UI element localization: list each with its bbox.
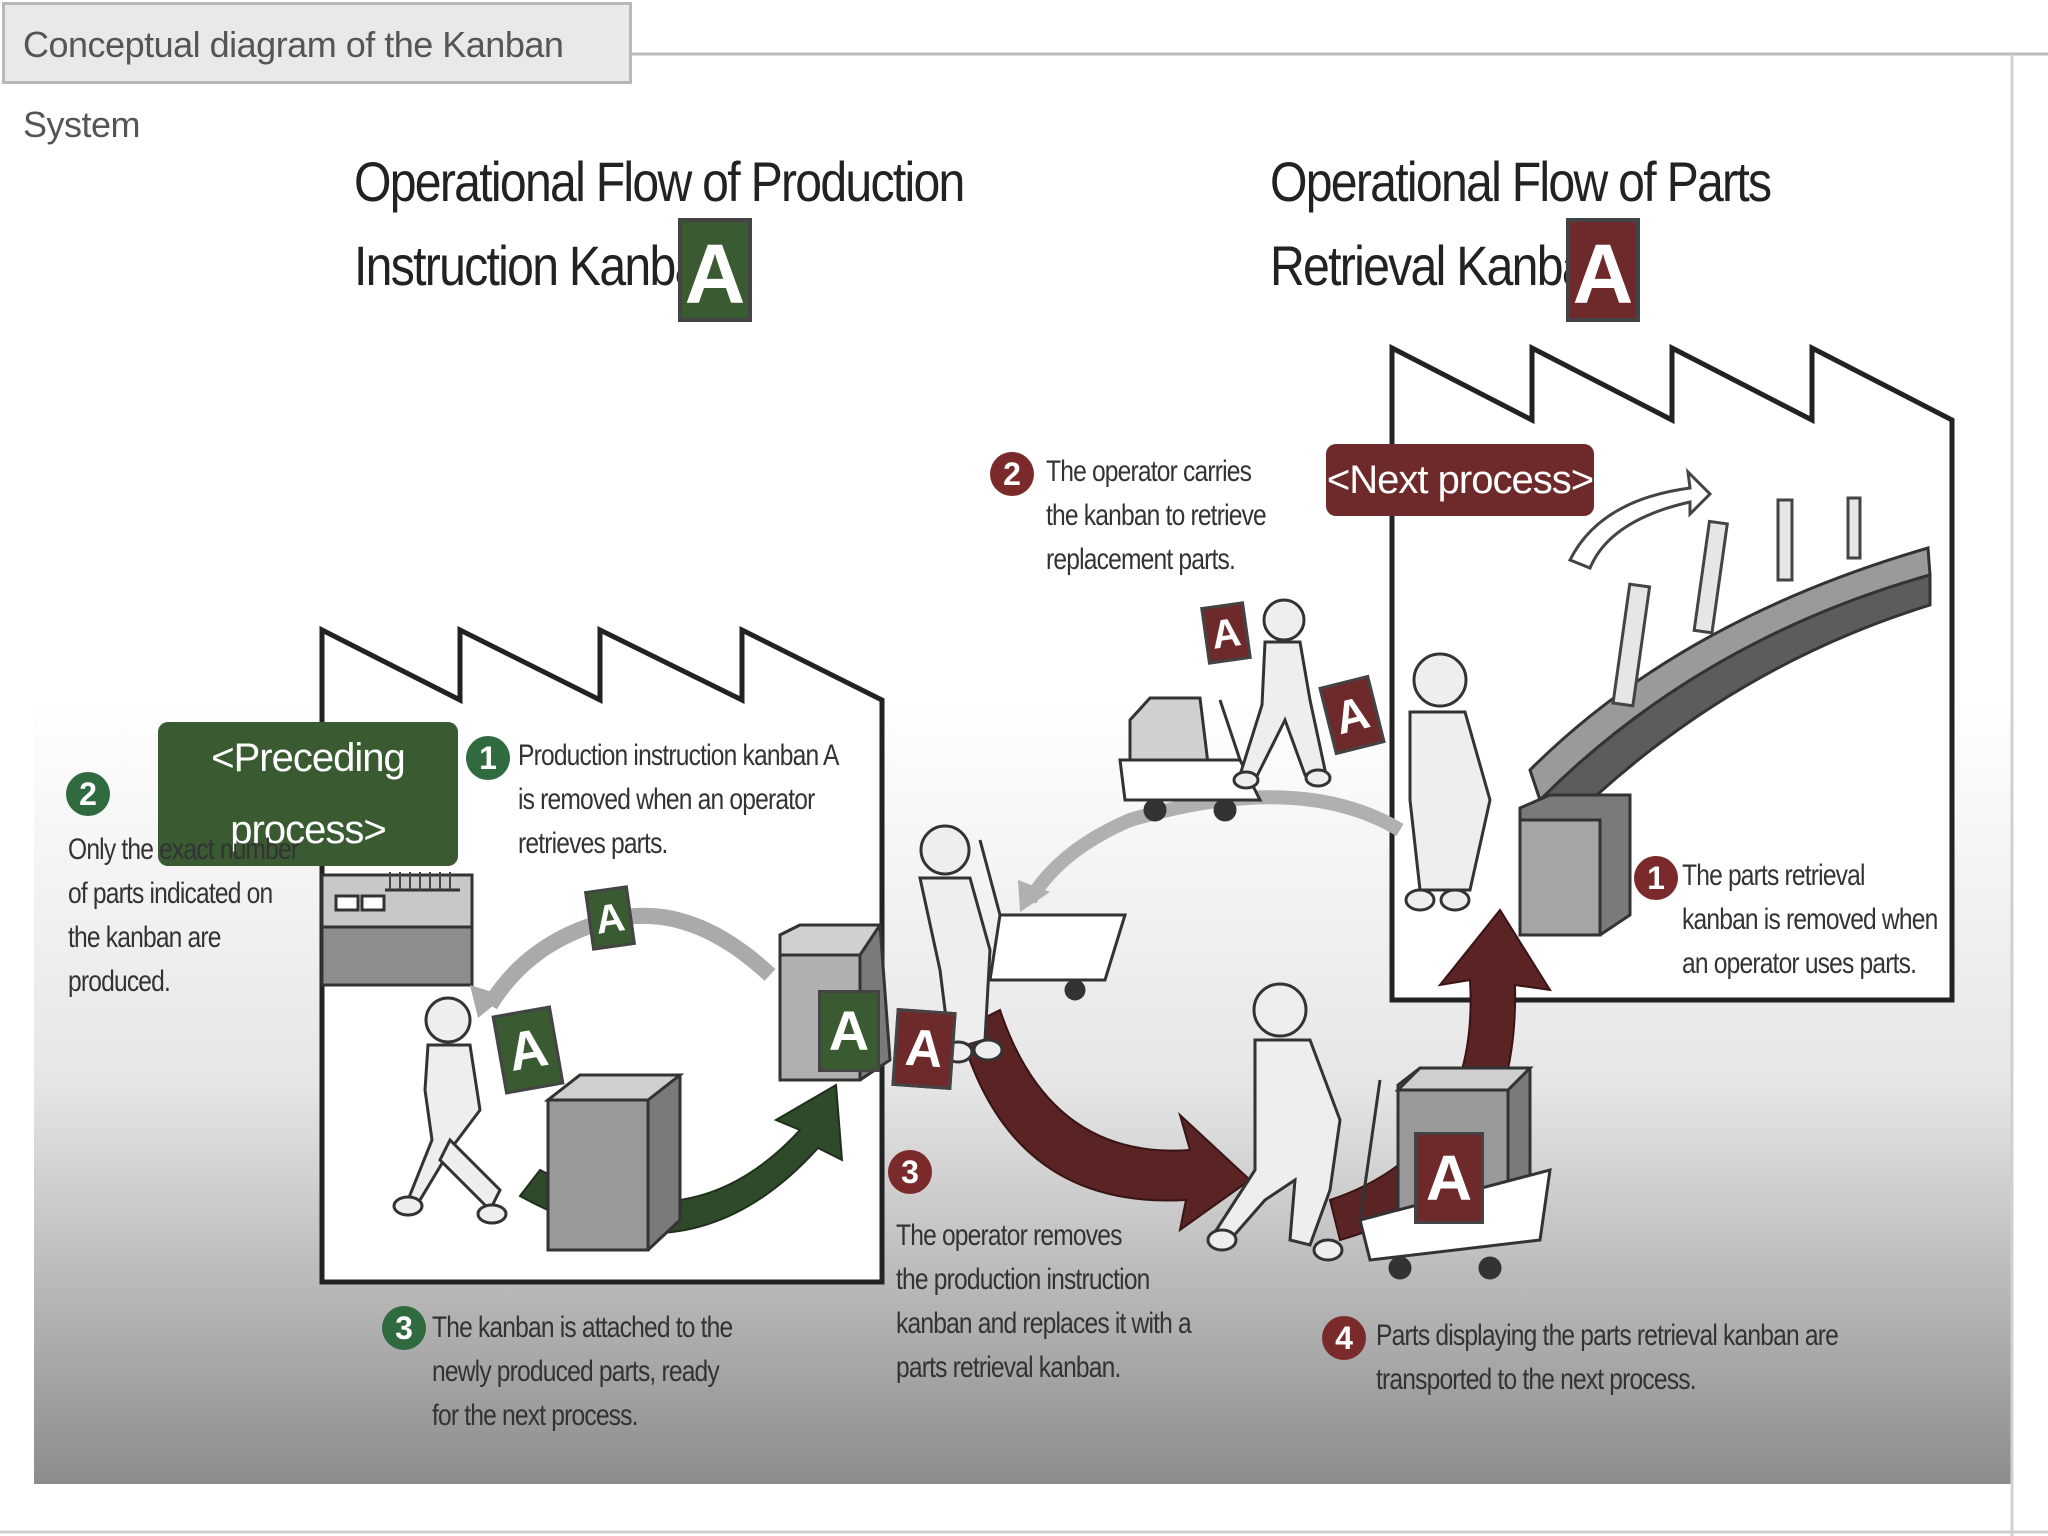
kanban-card-flying: A xyxy=(584,885,636,951)
cart-middle xyxy=(978,839,1128,1001)
right-title-line1: Operational Flow of Parts xyxy=(1270,150,1772,213)
parts-box-right xyxy=(1518,793,1632,937)
preceding-process-label: <Preceding process> xyxy=(158,722,458,866)
conveyor xyxy=(1528,546,1932,833)
retrieval-kanban-badge: A xyxy=(1566,218,1640,322)
machine xyxy=(320,872,474,987)
step-number-maroon-1: 1 xyxy=(1634,856,1678,900)
parts-box-left xyxy=(543,1073,685,1252)
callout-green-2: Only the exact number of parts indicated… xyxy=(68,833,299,998)
production-kanban-badge: A xyxy=(678,218,752,322)
callout-green-1: Production instruction kanban A is remov… xyxy=(518,739,839,860)
diagram-caption: Conceptual diagram of the Kanban System xyxy=(2,2,632,145)
callout-maroon-3: The operator removes the production inst… xyxy=(896,1219,1192,1384)
next-process-label: <Next process> xyxy=(1326,444,1594,516)
white-curve-arrow xyxy=(1567,467,1713,570)
step-number-green-2: 2 xyxy=(66,772,110,816)
operator-left xyxy=(392,996,508,1225)
step-number-green-1: 1 xyxy=(466,736,510,780)
kanban-card-cart-box: A xyxy=(1414,1132,1484,1224)
step-number-maroon-3: 3 xyxy=(888,1150,932,1194)
right-title-line2: Retrieval Kanban xyxy=(1270,234,1614,297)
cart-top xyxy=(1118,699,1263,822)
callout-maroon-4: Parts displaying the parts retrieval kan… xyxy=(1376,1319,1839,1396)
step-number-green-3: 3 xyxy=(382,1306,426,1350)
step-number-maroon-2: 2 xyxy=(990,452,1034,496)
kanban-card-swap: A xyxy=(891,1008,957,1090)
left-title-line2: Instruction Kanban xyxy=(354,234,726,297)
step-number-maroon-4: 4 xyxy=(1322,1316,1366,1360)
operator-bottom xyxy=(1206,982,1344,1262)
callout-maroon-1: The parts retrieval kanban is removed wh… xyxy=(1682,859,1938,980)
operator-top xyxy=(1232,598,1332,790)
maroon-flow-arrow xyxy=(958,1008,1252,1233)
kanban-card-operator-top: A xyxy=(1200,601,1252,665)
operator-right xyxy=(1404,652,1492,912)
kanban-card-box-middle: A xyxy=(818,990,880,1072)
callout-green-3: The kanban is attached to the newly prod… xyxy=(432,1311,733,1432)
left-title-line1: Operational Flow of Production xyxy=(354,150,965,213)
callout-maroon-2: The operator carries the kanban to retri… xyxy=(1046,455,1267,576)
conveyor-parts xyxy=(1611,496,1862,708)
